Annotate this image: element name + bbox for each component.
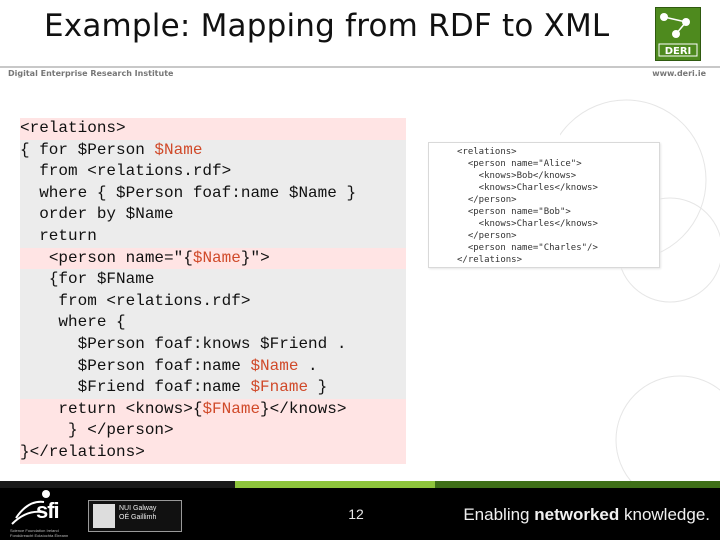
slogan-prefix: Enabling (463, 505, 535, 524)
code-line: {for $FName (20, 269, 406, 291)
code-line: <person name="{$Name}"> (20, 247, 406, 270)
code-line: from <relations.rdf> (20, 290, 406, 313)
code-text: $Friend foaf:name (77, 378, 251, 397)
header-divider (0, 66, 720, 68)
code-text: from <relations.rdf> (39, 162, 232, 181)
deri-logo-icon: DERI (658, 13, 698, 57)
xml-output-line: <person name="Alice"> (457, 159, 582, 169)
xml-output-line: <knows>Charles</knows> (457, 183, 598, 193)
code-text: } (308, 378, 328, 397)
code-indent (20, 162, 39, 180)
code-text: { for $Person (20, 140, 155, 159)
code-line: where { $Person foaf:name $Name } (20, 182, 406, 205)
code-line: where { (20, 312, 406, 334)
code-text: . (298, 356, 318, 375)
xml-output-line: </person> (457, 231, 517, 241)
sfi-logo-icon (11, 490, 50, 525)
xml-output-line: <knows>Charles</knows> (457, 219, 598, 229)
decorative-circles (560, 99, 720, 490)
code-indent (20, 335, 78, 353)
code-variable: $Name (192, 248, 241, 267)
code-text: $Person foaf:name (77, 356, 251, 375)
code-line: $Friend foaf:name $Fname } (20, 377, 406, 399)
footer-stripe-dark (0, 481, 235, 488)
code-text: <relations> (20, 119, 126, 137)
code-indent (20, 205, 39, 223)
code-variable: $Fname (250, 378, 309, 397)
slogan-suffix: knowledge. (619, 505, 710, 524)
code-variable: $Name (154, 140, 203, 159)
xml-output-line: <person name="Bob"> (457, 207, 571, 217)
nuig-logo-text: NUI Galway OÉ Gaillimh (119, 505, 157, 521)
code-indent (20, 357, 78, 375)
code-line: $Person foaf:knows $Friend . (20, 334, 406, 356)
xml-output-line: </relations> (457, 255, 523, 265)
deri-logo: DERI (655, 7, 701, 61)
nuig-crest-icon (93, 504, 115, 528)
org-name: Digital Enterprise Research Institute (8, 69, 174, 78)
code-text: $Person foaf:knows $Friend . (77, 335, 347, 353)
sfi-logo-text: sfi (36, 498, 60, 523)
code-indent (20, 227, 39, 245)
code-indent (20, 421, 68, 439)
page-number: 12 (348, 506, 364, 522)
sfi-logo-subtitle: Science Foundation Ireland Fondúireacht … (10, 528, 69, 538)
xml-output-box: <relations> <person name="Alice"> <knows… (428, 142, 660, 268)
org-url: www.deri.ie (652, 69, 706, 78)
code-text: }</knows> (260, 399, 347, 418)
code-text: }"> (240, 248, 270, 267)
xml-output-line: <person name="Charles"/> (457, 243, 598, 253)
footer-stripe-green (235, 481, 435, 488)
code-indent (20, 378, 78, 396)
code-variable: $FName (202, 399, 261, 418)
slogan: Enabling networked knowledge. (463, 505, 710, 525)
code-indent (20, 400, 58, 418)
code-line: return <knows>{$FName}</knows> (20, 398, 406, 421)
code-line: }</relations> (20, 442, 406, 464)
code-panel: <relations> { for $Person $Name from <rel… (20, 118, 406, 478)
code-indent (20, 184, 39, 202)
nuig-logo: NUI Galway OÉ Gaillimh (88, 500, 182, 532)
code-text: {for $FName (48, 270, 155, 289)
xml-output-line: </person> (457, 195, 517, 205)
slogan-bold: networked (534, 505, 620, 524)
code-line: } </person> (20, 420, 406, 442)
code-indent (20, 292, 58, 310)
code-line: <relations> (20, 118, 406, 140)
footer-stripe-darkgreen (435, 481, 720, 488)
code-text: from <relations.rdf> (58, 291, 251, 310)
code-text: where { (58, 313, 126, 332)
xml-output-line: <relations> (457, 147, 517, 157)
code-text: }</relations> (20, 443, 145, 461)
code-line: return (20, 226, 406, 248)
code-text: return (39, 227, 97, 245)
deri-logo-text: DERI (665, 46, 692, 57)
code-text: order by $Name (39, 205, 174, 224)
code-text: where { $Person foaf:name $Name } (39, 183, 357, 202)
xml-output-line: <knows>Bob</knows> (457, 171, 577, 181)
code-text: return <knows>{ (58, 399, 203, 418)
code-indent (20, 270, 49, 288)
code-text: <person name="{ (48, 248, 193, 267)
slide-title: Example: Mapping from RDF to XML (44, 8, 610, 44)
code-line: order by $Name (20, 204, 406, 226)
code-indent (20, 249, 49, 267)
code-line: from <relations.rdf> (20, 161, 406, 183)
code-line: $Person foaf:name $Name . (20, 355, 406, 378)
code-text: } </person> (68, 421, 174, 440)
code-indent (20, 313, 58, 331)
code-line: { for $Person $Name (20, 139, 406, 162)
code-variable: $Name (250, 356, 299, 375)
